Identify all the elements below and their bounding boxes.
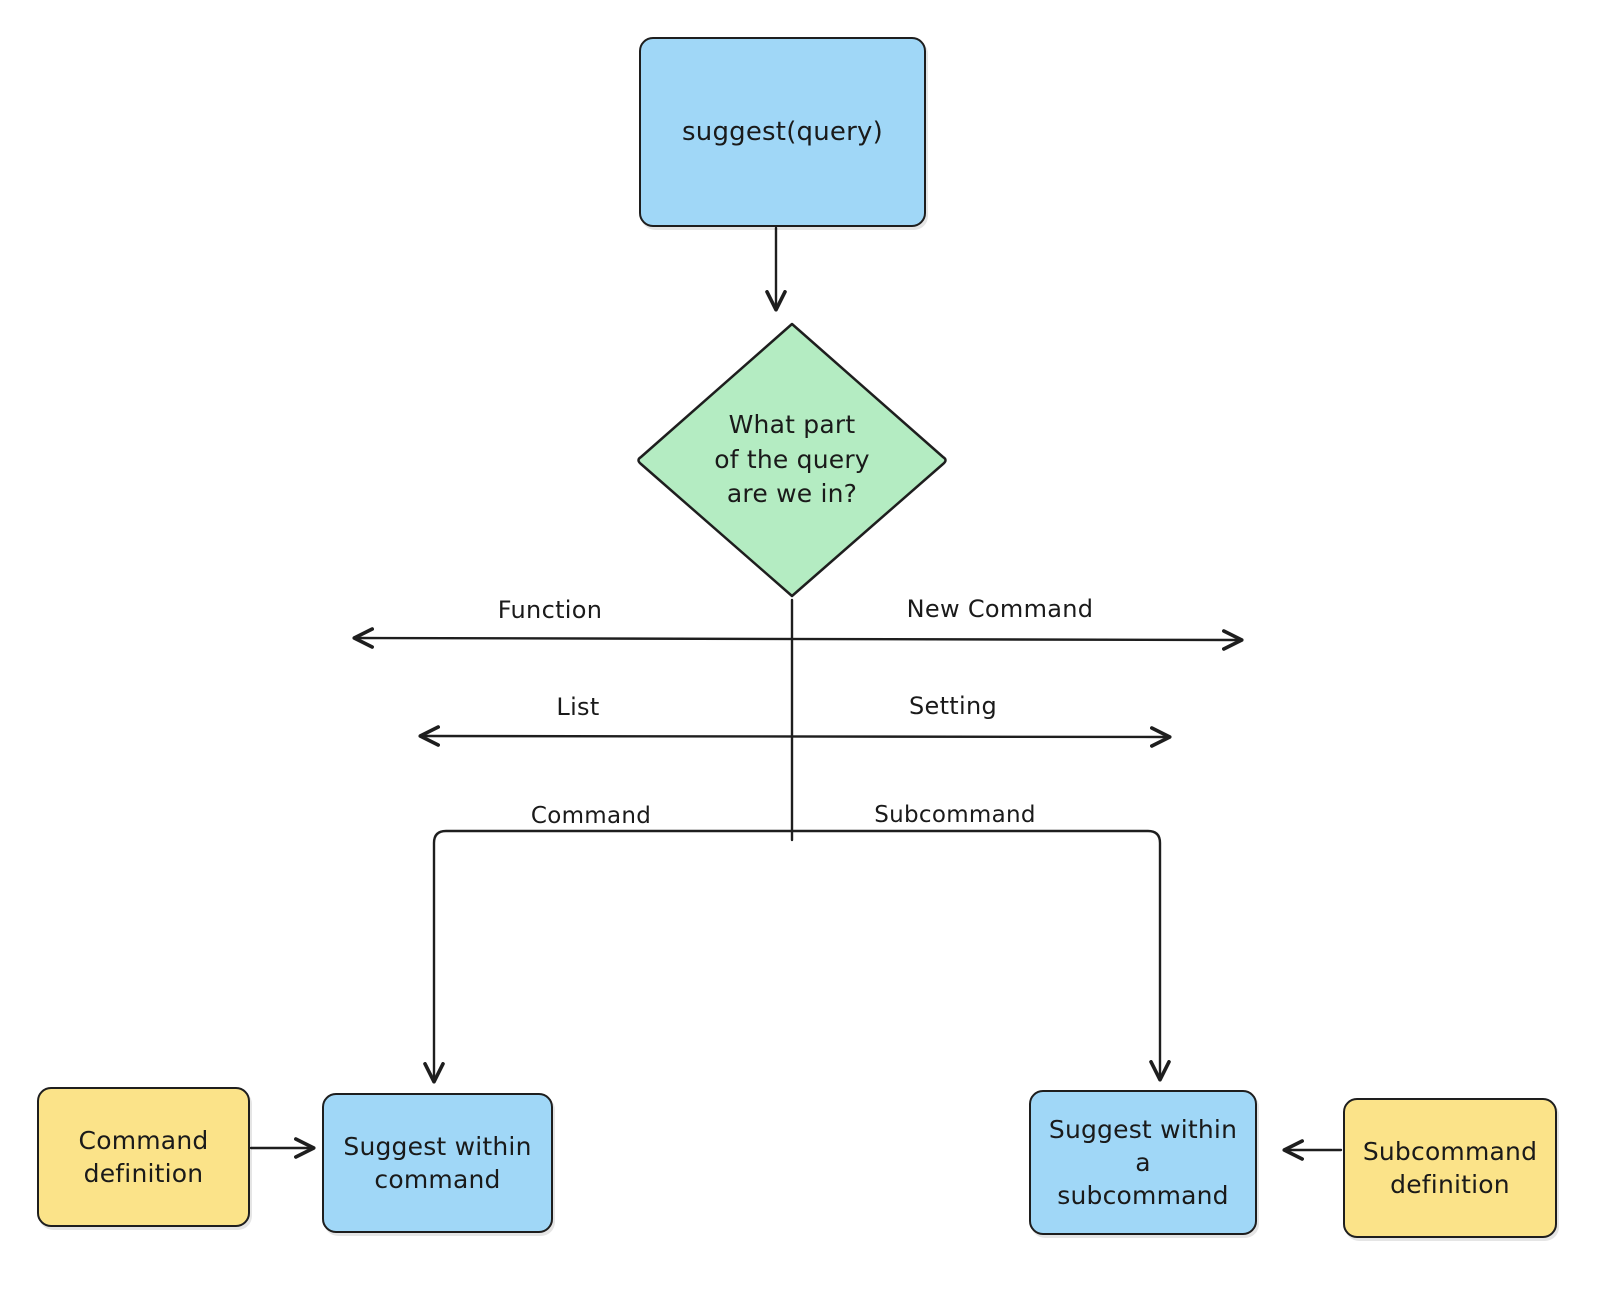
edge-label-subcommand: Subcommand [874,802,1036,828]
edge-label-list: List [556,693,600,721]
edge-label-setting: Setting [908,692,998,720]
diamond-shape [637,322,947,598]
node-command-definition-label: Command definition [78,1126,209,1188]
edge-row2 [418,725,1172,748]
node-suggest-within-command[interactable]: Suggest within command [322,1093,553,1233]
edge-label-function: Function [497,596,603,624]
edge-row3-left-branch [423,829,794,1084]
node-subcommand-definition[interactable]: Subcommand definition [1343,1098,1557,1238]
node-suggest-within-command-label: Suggest within command [343,1132,532,1194]
node-command-definition[interactable]: Command definition [37,1087,250,1227]
edge-label-command: Command [530,803,652,829]
edge-label-new-command: New Command [906,595,1094,623]
node-suggest-within-subcommand-label: Suggest within a subcommand [1048,1115,1238,1210]
edge-row1 [352,627,1244,651]
node-entry-suggest-query[interactable]: suggest(query) [639,37,926,227]
node-suggest-within-subcommand[interactable]: Suggest within a subcommand [1029,1090,1257,1235]
decision-node-query-part[interactable]: What part of the query are we in? [632,319,952,601]
decision-node-label: What part of the query are we in? [714,410,870,509]
node-entry-label: suggest(query) [682,116,883,147]
edge-row3-right-branch [790,829,1171,1082]
node-subcommand-definition-label: Subcommand definition [1362,1137,1538,1199]
